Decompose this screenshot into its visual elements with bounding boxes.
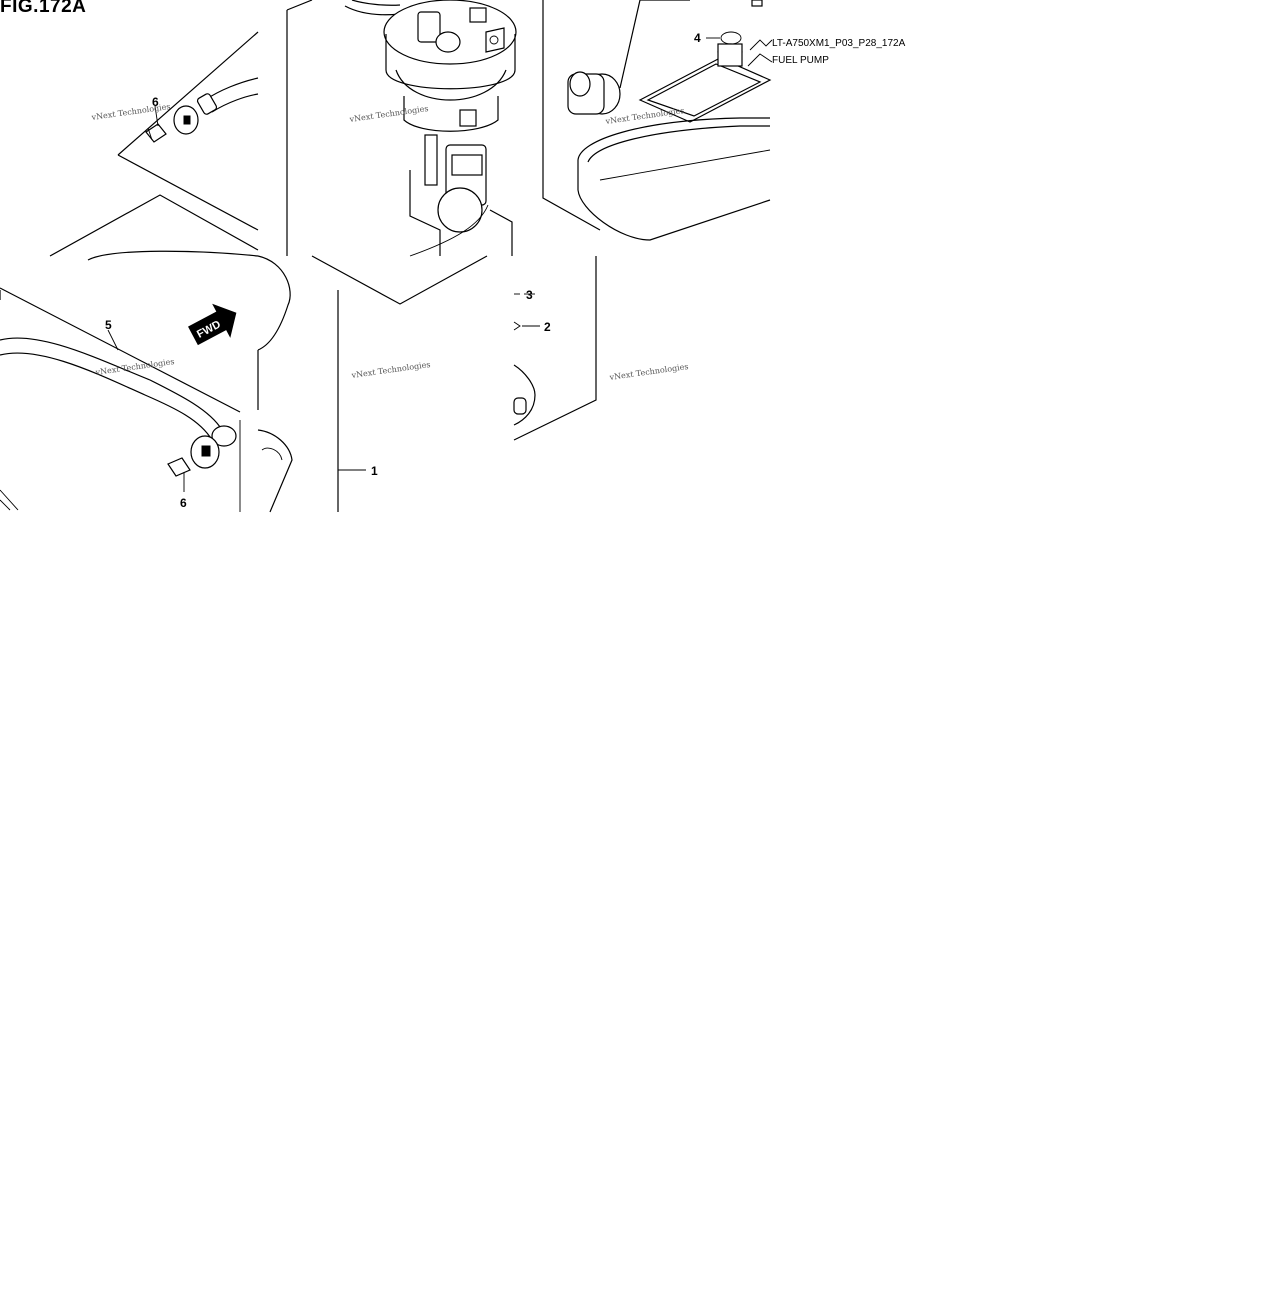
lower-right-fragment [513,293,536,426]
fwd-direction-arrow: FWD [188,303,237,346]
callout-5: 5 [105,318,112,332]
fuel-pump-module [344,0,517,257]
callout-leaders [107,37,773,471]
watermark: vNext Technologies [348,104,429,124]
fuel-tank-assembly [0,250,293,513]
callout-6-upper: 6 [152,95,159,109]
assembly-name: FUEL PUMP [772,55,829,66]
callout-3: 3 [526,288,533,302]
watermark: vNext Technologies [608,362,689,382]
callout-2: 2 [544,320,551,334]
watermark: vNext Technologies [350,360,431,380]
watermarks: vNext Technologies vNext Technologies vN… [90,102,689,382]
callout-6-lower: 6 [180,496,187,510]
pump-sender-assembly [567,0,772,241]
callout-4: 4 [694,31,701,45]
figure-title: FIG.172A [0,0,87,17]
panel-frames [49,0,601,512]
callout-1: 1 [371,464,378,478]
reference-code: LT-A750XM1_P03_P28_172A [772,38,906,49]
upper-hose-assembly [145,77,259,143]
